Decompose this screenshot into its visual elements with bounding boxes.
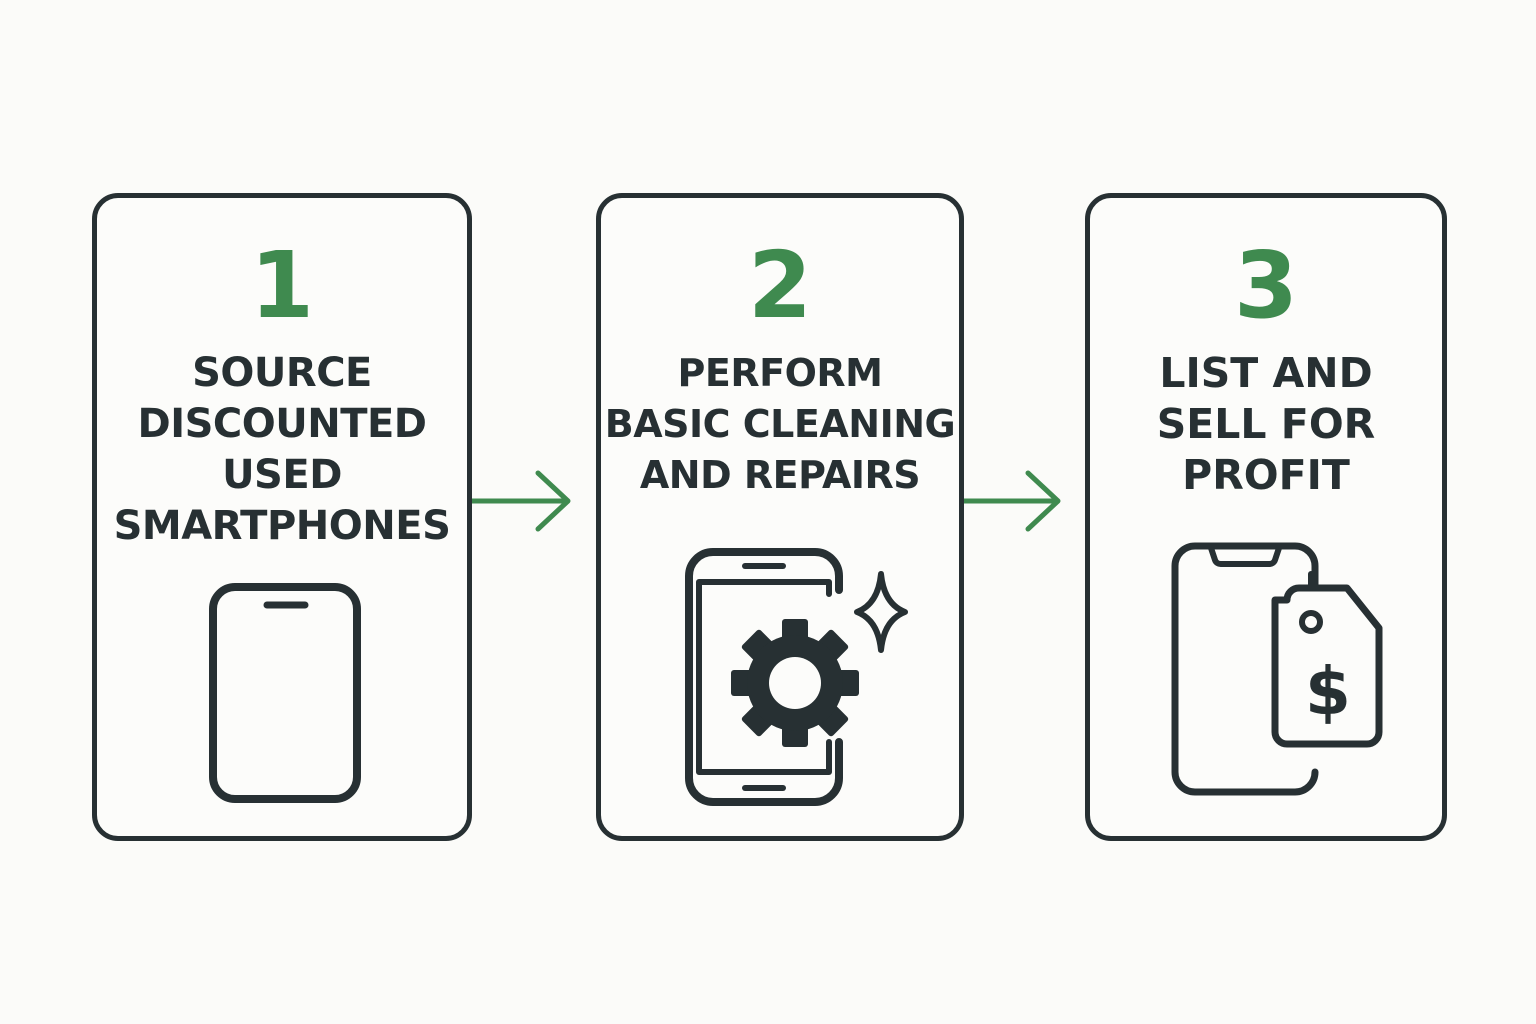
step-card-2: 2 PERFORM BASIC CLEANING AND REPAIRS xyxy=(596,193,964,841)
step-title: LIST AND SELL FOR PROFIT xyxy=(1156,349,1376,499)
phone-price-tag-icon: $ xyxy=(1171,542,1383,796)
svg-text:$: $ xyxy=(1305,653,1351,730)
step-title: PERFORM BASIC CLEANING AND REPAIRS xyxy=(604,351,956,497)
step-number: 3 xyxy=(1233,232,1298,339)
phone-gear-sparkle-icon xyxy=(685,548,908,806)
arrow-right-icon xyxy=(472,470,571,532)
smartphone-icon xyxy=(209,583,361,803)
step-card-3: 3 LIST AND SELL FOR PROFIT $ xyxy=(1085,193,1447,841)
step-number: 1 xyxy=(249,232,314,339)
arrow-right-icon xyxy=(964,470,1061,532)
step-title: SOURCE DISCOUNTED USED SMARTPHONES xyxy=(113,350,451,549)
step-number: 2 xyxy=(747,232,812,339)
step-card-1: 1 SOURCE DISCOUNTED USED SMARTPHONES xyxy=(92,193,472,841)
